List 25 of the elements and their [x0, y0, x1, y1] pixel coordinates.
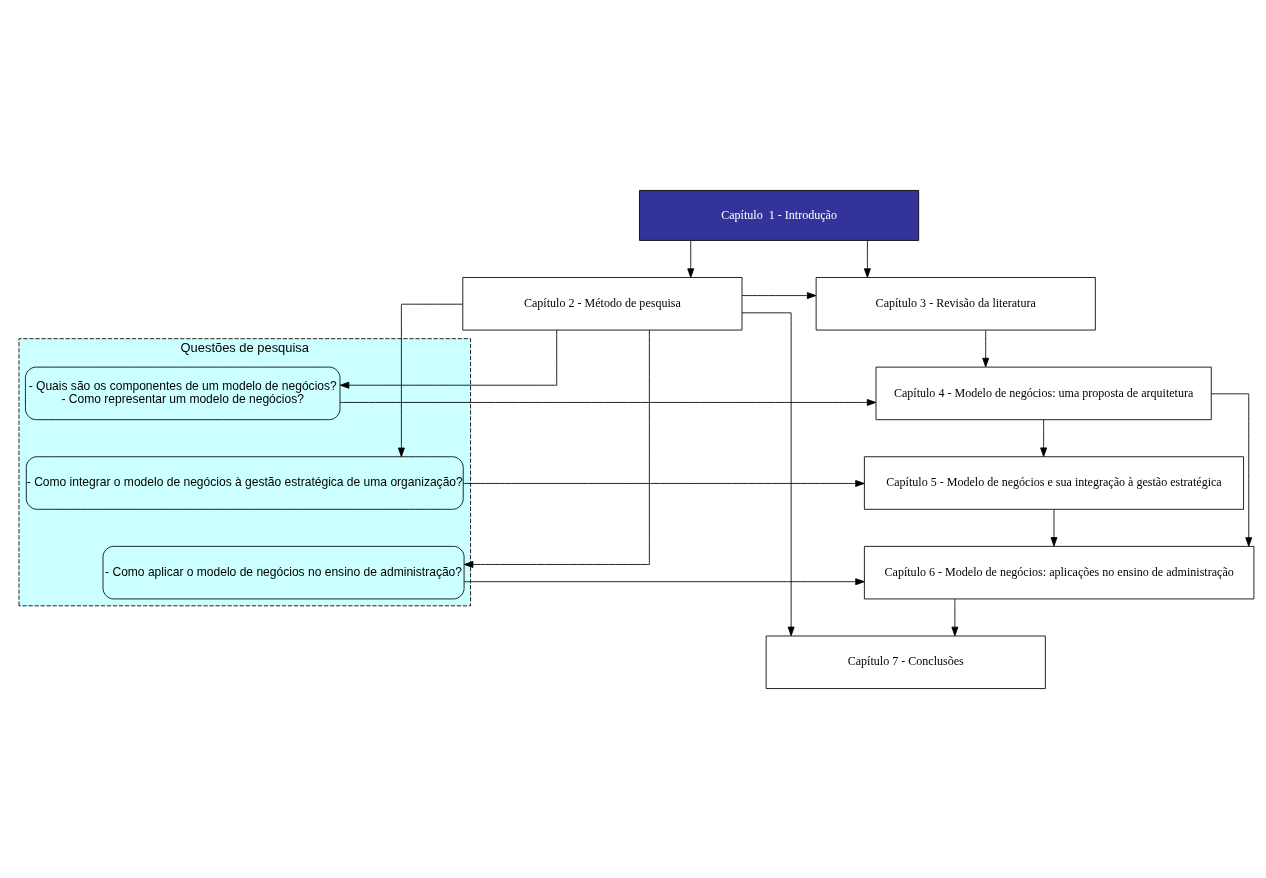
- node-box: Capítulo 4 - Modelo de negócios: uma proposta de arquitetura: [875, 366, 1212, 420]
- arrow: [463, 479, 865, 487]
- arrow: [863, 239, 871, 278]
- arrow: [741, 311, 795, 636]
- node-box: Capítulo 2 - Método de pesquisa: [462, 276, 743, 330]
- arrow: [1040, 418, 1048, 457]
- arrow: [463, 329, 650, 568]
- arrow: [1210, 392, 1253, 547]
- node-box: Capítulo 7 - Conclusões: [765, 635, 1046, 689]
- node-box: - Como integrar o modelo de negócios à gestão estratégica de uma organização?: [25, 455, 464, 510]
- node-box: Capítulo 5 - Modelo de negócios e sua integração à gestão estratégica: [863, 455, 1244, 510]
- arrow: [463, 577, 865, 585]
- node-box: Capítulo 3 - Revisão da literatura: [815, 276, 1096, 330]
- arrow: [1050, 508, 1058, 547]
- arrow: [397, 303, 463, 457]
- arrow: [339, 329, 558, 389]
- node-box: Capítulo 6 - Modelo de negócios: aplicações no ensino de administração: [863, 545, 1255, 599]
- arrow: [951, 598, 959, 636]
- arrow: [741, 291, 817, 299]
- arrow: [687, 239, 695, 278]
- node-box: - Como aplicar o modelo de negócios no ensino de administração?: [102, 545, 465, 599]
- node-box: - Quais são os componentes de um modelo de negócios? - Como representar um modelo de negócios?: [25, 366, 341, 420]
- node-box: Capítulo 1 - Introdução: [639, 189, 920, 241]
- arrow: [339, 398, 877, 406]
- arrow: [982, 329, 990, 367]
